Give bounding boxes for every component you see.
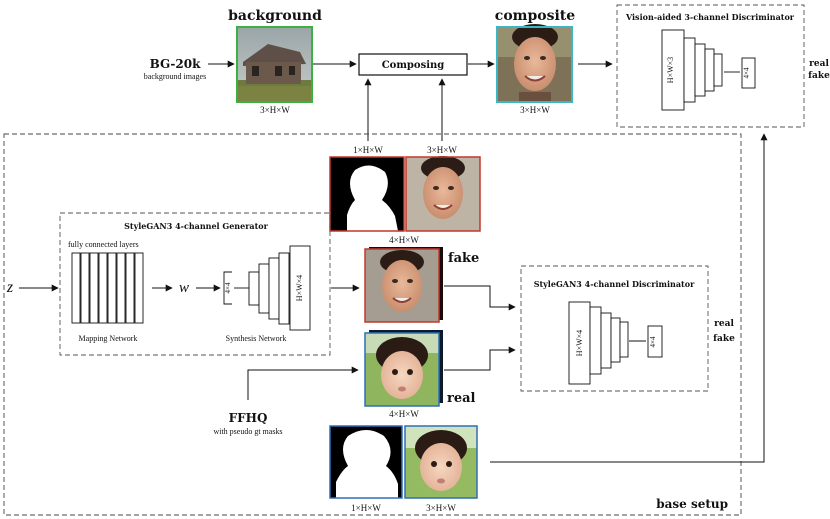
disc-title: StyleGAN3 4-channel Discriminator [534, 279, 695, 289]
mapping-layer-2 [80, 252, 90, 324]
vision-disc-title: Vision-aided 3-channel Discriminator [625, 12, 795, 22]
bg-source-sub: background images [144, 72, 206, 81]
mapping-layer-5 [107, 252, 117, 324]
base-setup-label: base setup [656, 497, 728, 511]
real-stack-image [364, 330, 443, 407]
vision-disc-layer-5 [713, 53, 723, 87]
synthesis-const [223, 271, 232, 305]
gen-small-label: 4×4 [224, 282, 232, 293]
disc-layer-5 [619, 321, 629, 358]
disc-big-label: H×W×4 [575, 330, 584, 356]
real-face-image [404, 425, 478, 499]
bg-dims: 3×H×W [260, 105, 290, 115]
z-symbol: z [6, 279, 14, 296]
vision-disc-layer-3 [694, 43, 706, 97]
ffhq-sub: with pseudo gt masks [213, 427, 282, 436]
disc-layer-4 [610, 317, 621, 363]
fake-mask-image [329, 156, 405, 232]
bottom-mask-dims: 1×H×W [351, 503, 381, 513]
face-dims: 3×H×W [427, 145, 457, 155]
synthesis-layer-2 [258, 263, 270, 314]
mask-dims: 1×H×W [353, 145, 383, 155]
generator-title: StyleGAN3 4-channel Generator [124, 221, 269, 231]
fake-to-disc-arrow [444, 285, 516, 311]
composing-label: Composing [382, 60, 445, 71]
disc-layers [568, 301, 663, 385]
mapping-label: Mapping Network [79, 334, 138, 343]
vision-disc-layer-4 [704, 48, 715, 92]
fake-stack-image [364, 247, 443, 323]
vision-disc-big-label: H×W×3 [666, 57, 675, 83]
real-to-disc-arrow [444, 346, 516, 371]
base-setup-box [3, 133, 742, 516]
mapping-layer-1 [71, 252, 81, 324]
synthesis-layer-3 [268, 257, 280, 320]
ffhq-arrow [247, 366, 359, 400]
vision-disc-out [741, 57, 756, 89]
vision-disc-real: real [809, 59, 829, 69]
composite-dims: 3×H×W [520, 105, 550, 115]
synthesis-layers [223, 245, 311, 331]
vision-disc-fake: fake [808, 71, 830, 81]
background-image [236, 26, 313, 103]
mapping-layer-8 [134, 252, 144, 324]
mapping-layer-7 [125, 252, 135, 324]
mapping-layer-4 [98, 252, 108, 324]
background-title: background [228, 8, 322, 24]
synthesis-layer-1 [248, 271, 260, 306]
composite-title: composite [495, 8, 575, 24]
bg-source-label: BG-20k [150, 57, 202, 71]
synthesis-layer-4 [278, 252, 290, 325]
generator-box [59, 212, 331, 356]
vision-disc-layers [661, 29, 756, 111]
real-stack-dims: 4×H×W [389, 409, 419, 419]
vision-disc-small-label: 4×4 [743, 67, 751, 78]
disc-layer-3 [600, 312, 612, 369]
w-symbol: w [179, 280, 189, 296]
mapping-layer-3 [89, 252, 99, 324]
fc-label: fully connected layers [68, 240, 139, 249]
disc-real: real [714, 319, 734, 329]
disc-small-label: 4×4 [649, 336, 657, 347]
real-label: real [447, 391, 476, 406]
synthesis-output [289, 245, 311, 331]
composing-box [358, 53, 468, 76]
real-to-vision-disc-arrow [490, 133, 768, 463]
bottom-face-dims: 3×H×W [426, 503, 456, 513]
disc-out [647, 325, 663, 358]
disc-box [520, 265, 709, 392]
mapping-layers [71, 252, 144, 324]
real-mask-image [329, 425, 403, 499]
vision-disc-layer-2 [683, 37, 696, 103]
fake-label: fake [448, 251, 479, 266]
composite-image [496, 24, 573, 103]
gen-big-label: H×W×4 [295, 275, 304, 301]
fake-face-image [405, 156, 481, 232]
vision-disc-box [616, 4, 805, 128]
ffhq-label: FFHQ [229, 411, 268, 425]
disc-layer-2 [589, 306, 602, 375]
disc-fake: fake [713, 334, 735, 344]
fake-stack-dims: 4×H×W [389, 235, 419, 245]
mapping-layer-6 [116, 252, 126, 324]
synthesis-label: Synthesis Network [226, 334, 287, 343]
